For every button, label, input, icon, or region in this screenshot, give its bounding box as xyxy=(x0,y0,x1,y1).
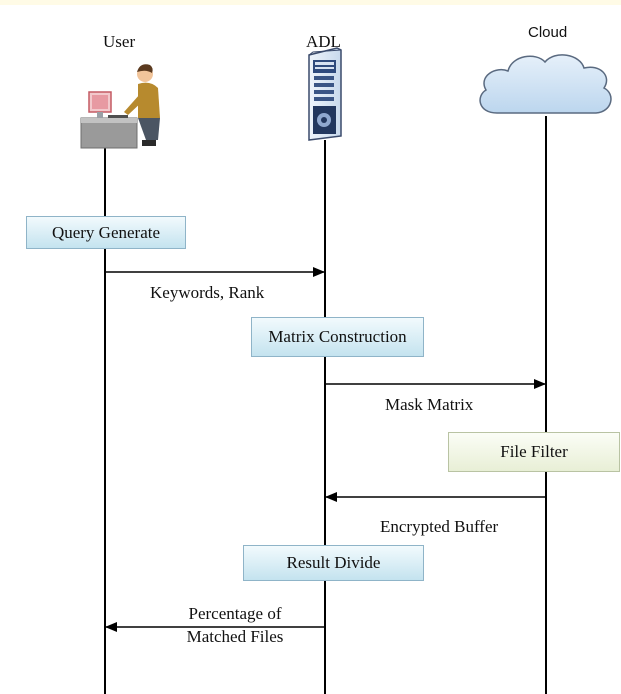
percentage-label-line1: Percentage of xyxy=(188,604,282,623)
adl-lifeline xyxy=(324,140,326,694)
result-divide-box: Result Divide xyxy=(243,545,424,581)
encrypted-buffer-label: Encrypted Buffer xyxy=(380,517,499,536)
percentage-matched-label: Percentage of Matched Files xyxy=(175,602,295,648)
cloud-lifeline xyxy=(545,116,547,694)
file-filter-box: File Filter xyxy=(448,432,620,472)
person-at-computer-icon xyxy=(80,64,160,149)
query-generate-box: Query Generate xyxy=(26,216,186,249)
adl-label: ADL xyxy=(306,32,341,51)
keywords-rank-label: Keywords, Rank xyxy=(150,283,265,302)
user-lifeline xyxy=(104,148,106,694)
top-border xyxy=(0,0,621,5)
mask-matrix-label: Mask Matrix xyxy=(385,395,474,414)
matrix-construction-box: Matrix Construction xyxy=(251,317,424,357)
user-label: User xyxy=(103,32,136,51)
cloud-icon xyxy=(479,54,612,114)
percentage-label-line2: Matched Files xyxy=(186,627,284,646)
server-tower-icon xyxy=(308,47,342,141)
cloud-label: Cloud xyxy=(528,24,568,41)
